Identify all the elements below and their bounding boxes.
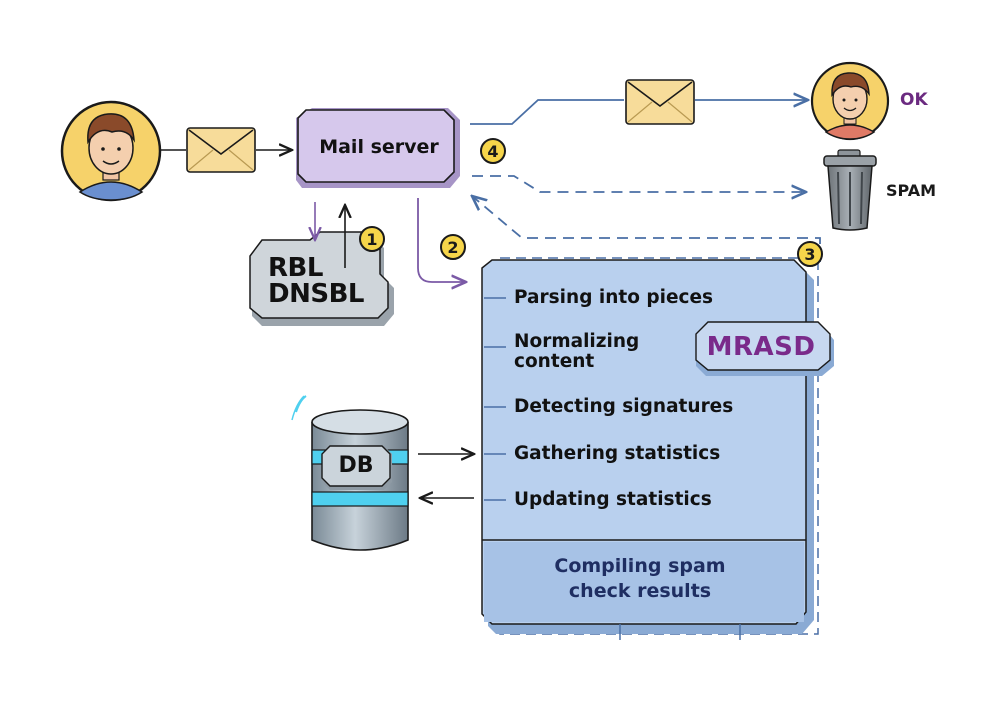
trash-can-icon xyxy=(823,149,877,231)
step-badge-1: 1 xyxy=(359,226,385,252)
mrasd-label: MRASD xyxy=(706,332,816,362)
recipient-avatar xyxy=(810,61,890,141)
envelope-icon xyxy=(186,127,256,173)
database-label: DB xyxy=(338,452,374,478)
step-badge-3: 3 xyxy=(797,241,823,267)
step-badge-2: 2 xyxy=(440,234,466,260)
process-step-updating: Updating statistics xyxy=(514,489,712,510)
process-step-detecting: Detecting signatures xyxy=(514,396,734,417)
process-step-parsing: Parsing into pieces xyxy=(514,287,714,308)
spam-label: SPAM xyxy=(886,181,937,200)
ok-label: OK xyxy=(900,90,928,110)
process-step-gathering: Gathering statistics xyxy=(514,443,721,464)
mrasd-tag xyxy=(695,321,834,376)
process-step-normalizing: Normalizing content xyxy=(514,331,640,372)
blacklist-label: RBL DNSBL xyxy=(268,253,364,309)
mail-server-label: Mail server xyxy=(319,136,439,158)
mail-server-box xyxy=(296,108,460,188)
database-icon xyxy=(291,395,409,551)
sender-avatar xyxy=(60,100,162,202)
compile-results-label: Compiling spam check results xyxy=(554,555,726,602)
step-badge-4: 4 xyxy=(480,138,506,164)
envelope-icon-ok xyxy=(625,79,695,125)
